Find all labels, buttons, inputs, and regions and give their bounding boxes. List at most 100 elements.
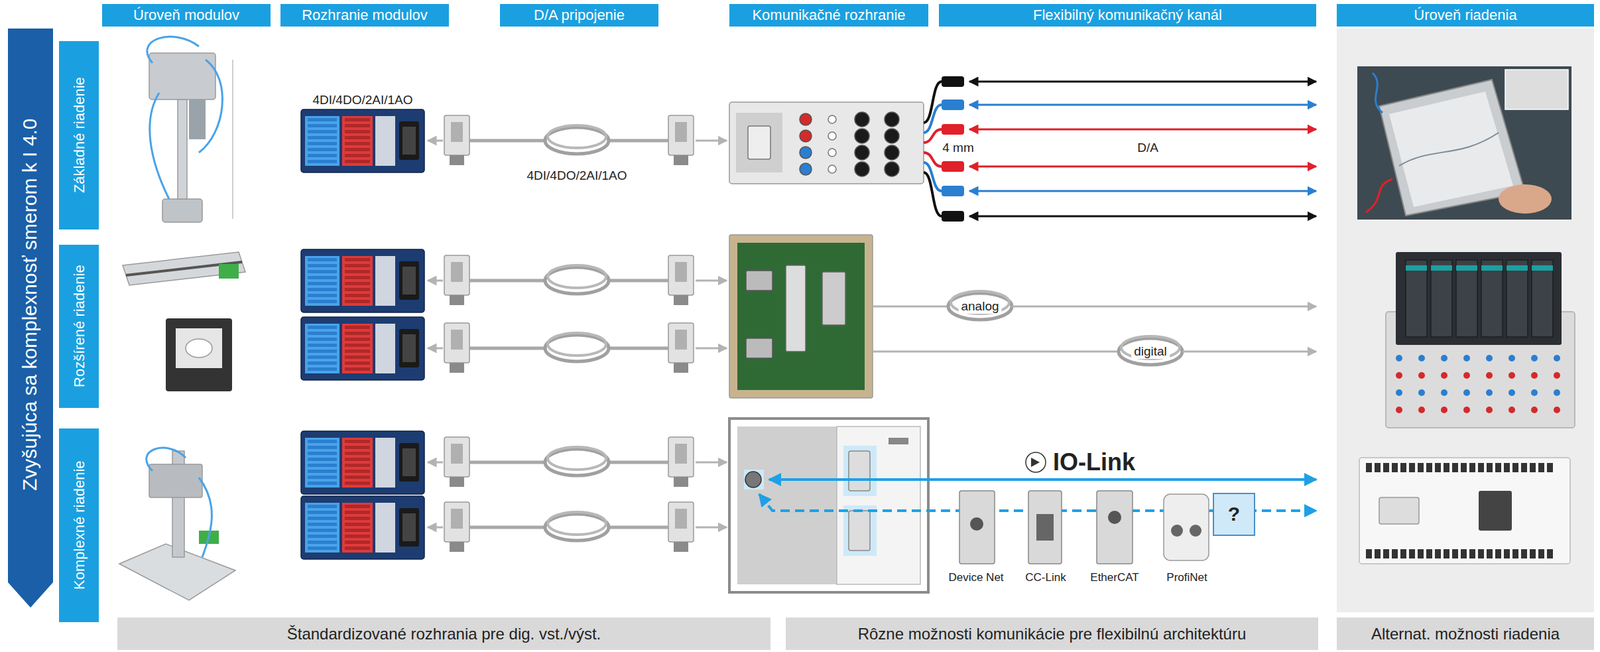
banana-plug <box>941 161 965 172</box>
banana-socket <box>799 129 812 142</box>
pneumatic-tube <box>198 59 223 153</box>
terminal-strip-blue <box>305 323 340 374</box>
row-band: Komplexné riadenie <box>59 428 99 622</box>
plug-shell <box>450 443 463 464</box>
sub-d-plug <box>444 322 470 363</box>
terminal <box>344 457 370 461</box>
terminal <box>307 281 337 286</box>
sub-d-socket <box>848 510 870 551</box>
summary-bar: Rôzne možnosti komunikácie pre flexibiln… <box>785 617 1319 650</box>
node-label: D/A pripojenie <box>533 6 625 24</box>
terminal <box>1546 462 1553 473</box>
sub-d-pins <box>402 266 416 295</box>
arrow <box>427 139 443 142</box>
terminal <box>1365 462 1372 473</box>
board-area <box>375 323 396 374</box>
column-header: Rozhranie modulov <box>280 3 449 27</box>
vertical-label: Základné riadenie <box>70 77 87 194</box>
terminal <box>344 463 370 467</box>
terminal <box>307 159 337 164</box>
cable <box>469 525 546 530</box>
terminal <box>344 534 370 538</box>
terminal <box>344 269 370 274</box>
socket-highlight <box>843 445 877 496</box>
terminal <box>344 123 370 128</box>
board-area <box>375 116 396 166</box>
terminal <box>1529 549 1536 559</box>
interface-pcb <box>737 242 865 390</box>
tablet-photo <box>1357 66 1572 220</box>
column-header: Úroveň riadenia <box>1336 3 1595 27</box>
terminal <box>307 451 337 455</box>
lab-socket <box>1463 406 1471 414</box>
column-header: Úroveň modulov <box>102 3 271 27</box>
terminal <box>307 546 337 550</box>
sub-d-plug <box>668 436 694 477</box>
banana-socket <box>799 146 812 159</box>
node-label: Úroveň modulov <box>133 6 240 24</box>
cable <box>469 279 546 283</box>
terminal <box>1417 549 1424 559</box>
io-board <box>301 316 425 380</box>
terminal <box>344 546 370 550</box>
cable-label: analog <box>958 299 1002 314</box>
terminal <box>1383 462 1390 473</box>
arrow <box>1182 350 1317 353</box>
placeholder-box: ? <box>1212 492 1256 536</box>
hand <box>1498 184 1552 214</box>
summary-bar: Štandardizované rozhrania pre dig. vst./… <box>117 617 771 650</box>
lab-socket <box>1440 406 1448 414</box>
lab-socket <box>1440 389 1448 396</box>
plug-shell <box>675 261 687 282</box>
plc-stripe <box>1481 265 1503 271</box>
lab-socket <box>1395 406 1403 414</box>
bus-name: CC-Link <box>1025 570 1066 585</box>
sub-d-connector <box>399 328 420 368</box>
terminal <box>1400 549 1407 559</box>
banana-socket <box>799 163 812 176</box>
fieldbus-module <box>959 490 995 564</box>
signal-type: D/A <box>1137 140 1159 156</box>
terminal <box>307 367 337 371</box>
lab-socket <box>1418 389 1425 396</box>
plug-size: 4 mm <box>942 140 975 156</box>
plug-strain-relief <box>673 476 689 487</box>
sub-d-plug <box>444 115 470 156</box>
terminal <box>1409 549 1416 559</box>
column-header: Komunikačné rozhranie <box>729 3 929 27</box>
io-link-logo <box>1031 457 1040 467</box>
terminal <box>307 263 337 268</box>
terminal-strip-red <box>342 323 373 374</box>
summary-bar: Alternat. možnosti riadenia <box>1336 617 1595 650</box>
arrow <box>427 526 443 529</box>
terminal <box>344 367 370 371</box>
lab-socket <box>1418 406 1425 414</box>
terminal <box>307 337 337 341</box>
column-header: Flexibilný komunikačný kanál <box>938 3 1317 27</box>
terminal <box>1477 549 1484 559</box>
lab-socket <box>1531 389 1538 396</box>
node-label: Štandardizované rozhrania pre dig. vst./… <box>287 624 602 644</box>
terminal <box>307 475 337 479</box>
node-label: Rozhranie modulov <box>301 6 428 24</box>
station-head <box>149 464 203 498</box>
bus-socket <box>1036 513 1054 541</box>
cable-coil <box>545 448 609 476</box>
sub-d-pins <box>402 448 416 477</box>
terminal-strip-red <box>342 502 373 553</box>
lab-socket <box>1508 371 1516 379</box>
terminal <box>1443 462 1450 473</box>
board-area <box>375 502 396 553</box>
terminal <box>307 510 337 514</box>
plc-module <box>1430 259 1453 337</box>
lab-socket <box>1508 406 1516 414</box>
lab-socket <box>1463 389 1471 396</box>
terminal <box>344 343 370 347</box>
plc-module <box>1481 259 1503 337</box>
banana-socket <box>799 113 812 126</box>
fieldbus-module <box>1096 490 1133 564</box>
bus-name: Device Net <box>948 570 1004 585</box>
plc-module <box>1456 259 1478 337</box>
terminal <box>344 299 370 304</box>
